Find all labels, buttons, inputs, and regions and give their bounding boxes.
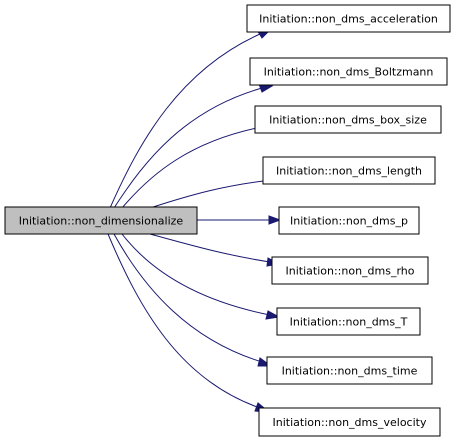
edge-non_dms_acceleration [109, 33, 261, 209]
callee-node-label: Initiation::non_dms_rho [286, 265, 415, 278]
callee-node-label: Initiation::non_dms_p [290, 215, 408, 228]
callee-node[interactable]: Initiation::non_dms_T [276, 307, 421, 336]
callee-node-label: Initiation::non_dms_time [282, 365, 418, 378]
callee-node[interactable]: Initiation::non_dms_acceleration [246, 4, 451, 33]
edge-non_dms_T [121, 233, 271, 316]
edge-non_dms_time [113, 233, 263, 363]
edge-non_dms_length [149, 179, 273, 209]
callee-node-label: Initiation::non_dms_box_size [269, 114, 427, 127]
callee-node[interactable]: Initiation::non_dms_velocity [258, 407, 441, 437]
callee-node[interactable]: Initiation::non_dms_time [266, 356, 433, 385]
callee-node-label: Initiation::non_dms_velocity [273, 416, 427, 429]
callee-node[interactable]: Initiation::non_dms_box_size [254, 105, 442, 134]
callee-node-label: Initiation::non_dms_acceleration [259, 13, 438, 26]
callee-node-label: Initiation::non_dms_Boltzmann [264, 66, 434, 79]
callee-node[interactable]: Initiation::non_dms_rho [271, 256, 429, 285]
root-node-label: Initiation::non_dimensionalize [19, 215, 184, 228]
callee-node-label: Initiation::non_dms_length [276, 165, 422, 178]
edge-arrowhead [265, 310, 281, 320]
edge-non_dms_Boltzmann [113, 87, 263, 209]
edge-non_dms_box_size [121, 125, 268, 209]
callee-node[interactable]: Initiation::non_dms_p [278, 206, 420, 235]
callee-node[interactable]: Initiation::non_dms_length [262, 156, 436, 185]
callee-node-label: Initiation::non_dms_T [290, 316, 408, 329]
edge-non_dms_velocity [107, 233, 261, 409]
edge-arrowhead [268, 215, 282, 225]
root-node[interactable]: Initiation::non_dimensionalize [4, 206, 198, 235]
edge-non_dms_rho [149, 233, 271, 263]
callee-node[interactable]: Initiation::non_dms_Boltzmann [249, 57, 448, 86]
